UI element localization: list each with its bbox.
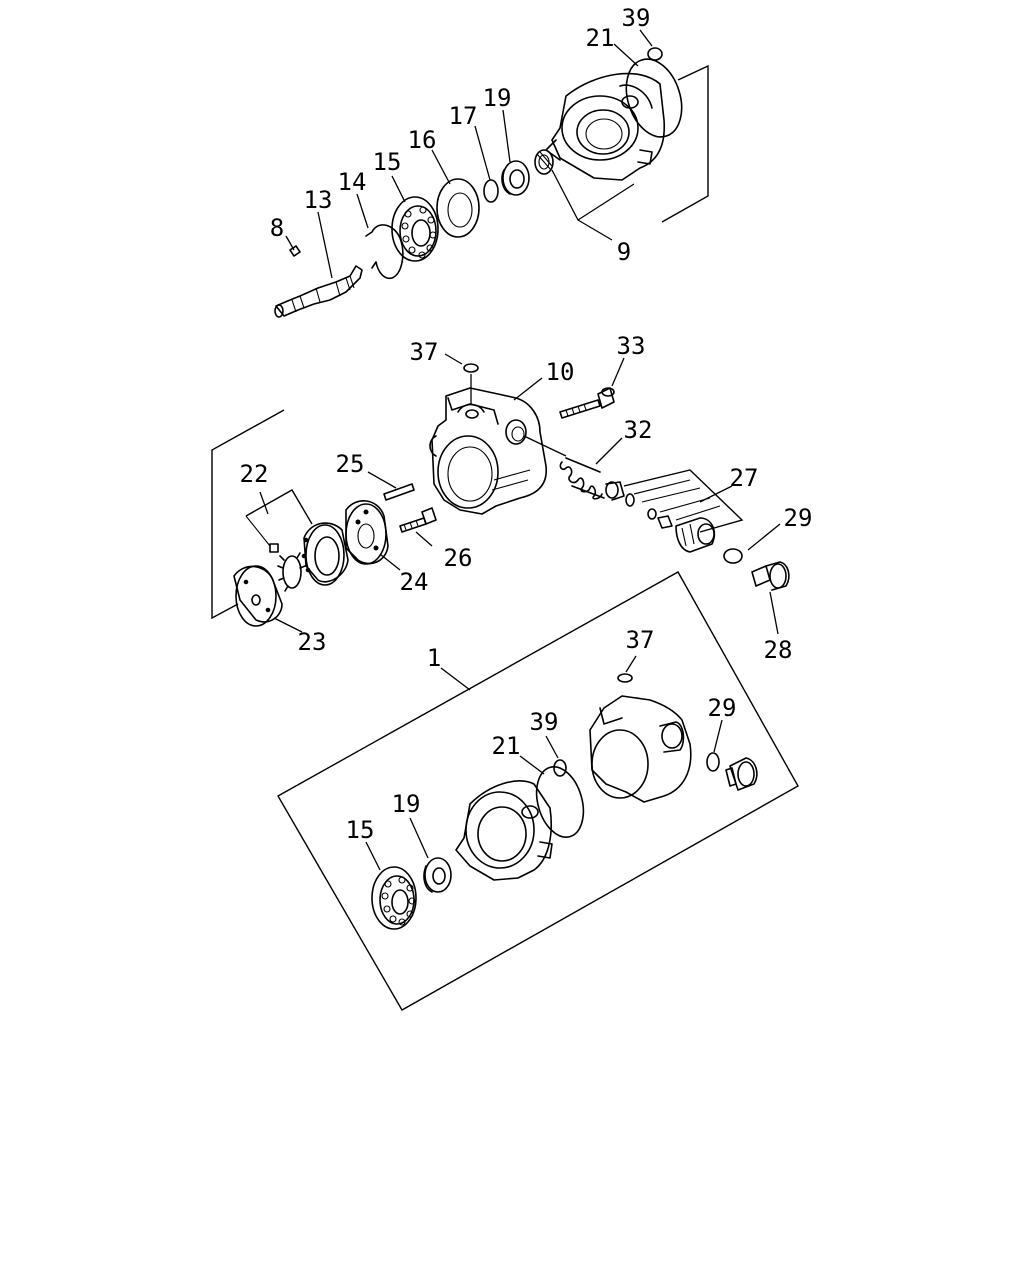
- o-ring-37-top: [463, 363, 479, 373]
- callout-21-kit: 21: [492, 732, 521, 760]
- callout-14: 14: [338, 168, 367, 196]
- bracket-27: [623, 469, 744, 533]
- o-ring-39-kit: [553, 759, 567, 777]
- kit-ball-bearing-15: [371, 866, 417, 930]
- washer-16: [436, 178, 480, 238]
- bolt-26: [399, 507, 437, 533]
- ball-bearing-15: [391, 196, 439, 262]
- callout-1: 1: [427, 644, 441, 672]
- snap-ring-14: [365, 224, 404, 280]
- callout-8: 8: [270, 214, 284, 242]
- callout-labels: 39 21 19 17 16 15 14 13 8 9 37 10 33 32 …: [240, 4, 813, 844]
- pump-body-10: [429, 387, 547, 515]
- leader-lines-top: [285, 29, 653, 279]
- callout-19: 19: [483, 84, 512, 112]
- bolt-33: [559, 387, 615, 419]
- callout-16: 16: [408, 126, 437, 154]
- callout-27: 27: [730, 464, 759, 492]
- callout-33: 33: [617, 332, 646, 360]
- needle-bearing: [534, 149, 554, 175]
- callout-37: 37: [410, 338, 439, 366]
- callout-39-kit: 39: [530, 708, 559, 736]
- callout-23: 23: [298, 628, 327, 656]
- callout-17: 17: [449, 102, 478, 130]
- callout-32: 32: [624, 416, 653, 444]
- front-housing-assembly: [274, 47, 709, 318]
- plug-28: [751, 561, 790, 591]
- rotor-22: [269, 543, 306, 592]
- pump-body-assembly: [211, 363, 790, 627]
- front-housing: [545, 72, 665, 181]
- callout-19-kit: 19: [392, 790, 421, 818]
- callout-10: 10: [546, 358, 575, 386]
- callout-28: 28: [764, 636, 793, 664]
- valve-spring-32: [559, 457, 605, 500]
- callout-25: 25: [336, 450, 365, 478]
- cam-ring: [301, 522, 349, 586]
- callout-26: 26: [444, 544, 473, 572]
- kit-pump-body: [589, 695, 692, 803]
- snap-ring-17: [483, 179, 499, 203]
- callout-21: 21: [586, 24, 615, 52]
- o-ring-29-kit: [706, 752, 720, 772]
- o-ring-29-top: [723, 548, 743, 564]
- callout-37-kit: 37: [626, 626, 655, 654]
- bracket-22: [245, 489, 313, 525]
- o-ring-37-kit: [617, 673, 633, 683]
- bearing-19: [501, 160, 530, 196]
- pin-25: [383, 483, 415, 501]
- kit-front-housing: [455, 780, 553, 881]
- callout-13: 13: [304, 186, 333, 214]
- o-ring-21-kit: [535, 766, 585, 838]
- relief-valve-parts: [605, 481, 716, 553]
- leader-lines-kit: [365, 655, 723, 871]
- assembly-frame-middle: [211, 409, 285, 620]
- service-kit-1: [277, 571, 799, 1011]
- key-8: [289, 245, 301, 257]
- side-plate-24: [345, 500, 389, 565]
- callout-9: 9: [617, 238, 631, 266]
- callout-39: 39: [622, 4, 651, 32]
- callout-29: 29: [784, 504, 813, 532]
- callout-22: 22: [240, 460, 269, 488]
- o-ring-21: [625, 58, 683, 138]
- kit-plug: [725, 757, 758, 791]
- kit-frame: [277, 571, 799, 1011]
- valve-axis-line: [523, 435, 567, 457]
- callout-29-kit: 29: [708, 694, 737, 722]
- callout-15: 15: [373, 148, 402, 176]
- o-ring-39: [647, 47, 663, 61]
- leader-lines-middle: [259, 353, 781, 635]
- drive-shaft-13: [274, 265, 363, 318]
- callout-15-kit: 15: [346, 816, 375, 844]
- callout-24: 24: [400, 568, 429, 596]
- assembly-frame-top: [661, 64, 709, 223]
- end-plate-23: [233, 565, 283, 627]
- kit-bearing-19: [423, 857, 452, 893]
